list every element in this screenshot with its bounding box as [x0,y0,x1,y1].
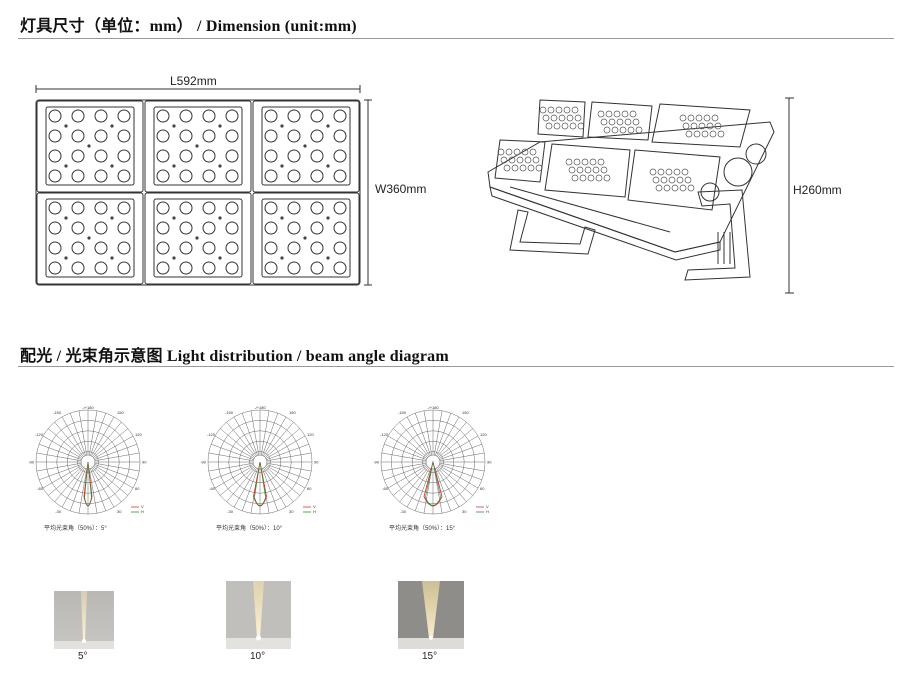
svg-text:-60: -60 [382,486,389,491]
dimension-title: 灯具尺寸（单位：mm） / Dimension (unit:mm) [20,18,357,35]
svg-text:-/+180: -/+180 [82,405,94,410]
svg-text:90: 90 [487,460,492,465]
svg-text:-150: -150 [225,410,234,415]
svg-text:-150: -150 [398,410,407,415]
svg-text:-150: -150 [53,410,62,415]
svg-text:90: 90 [142,460,147,465]
svg-text:120: 120 [307,432,314,437]
svg-text:60: 60 [480,486,485,491]
svg-text:-30: -30 [55,509,62,514]
beam-image-5 [54,591,114,649]
svg-text:30: 30 [462,509,467,514]
polar-diagram-15: -/+180 -150 150 -120 120 -90 90 -60 60 -30 30 VH [373,405,492,515]
svg-text:H: H [141,509,144,514]
svg-text:V: V [313,504,316,509]
svg-text:150: 150 [117,410,124,415]
height-dimension: H260mm [793,183,842,197]
beam-label-10: 10° [250,651,266,662]
beam-label-5: 5° [78,651,88,662]
polar-diagram-5: -/+180 -150 150 -120 120 -90 90 -60 60 -30 30 VH [28,405,147,515]
svg-text:-120: -120 [380,432,389,437]
light-divider [18,366,894,367]
svg-text:60: 60 [135,486,140,491]
svg-text:-30: -30 [400,509,407,514]
svg-text:-120: -120 [207,432,216,437]
svg-text:-90: -90 [200,460,207,465]
perspective-view-drawing [487,99,775,281]
svg-text:V: V [486,504,489,509]
svg-text:-60: -60 [209,486,216,491]
svg-text:-120: -120 [35,432,44,437]
svg-text:H: H [313,509,316,514]
front-view-drawing [35,85,372,286]
beam-caption-15: 平均光束角（50%）：15° [389,526,456,532]
svg-text:-90: -90 [373,460,380,465]
svg-text:-60: -60 [37,486,44,491]
polar-diagram-10: -/+180 -150 150 -120 120 -90 90 -60 60 -30 30 VH [200,405,319,515]
beam-image-15 [398,581,464,649]
svg-text:120: 120 [135,432,142,437]
svg-text:150: 150 [462,410,469,415]
length-dimension: L592mm [170,74,217,88]
svg-text:H: H [486,509,489,514]
height-dimension-line [785,97,794,294]
beam-caption-5: 平均光束角（50%）：5° [44,526,107,532]
svg-text:150: 150 [289,410,296,415]
beam-label-15: 15° [422,651,438,662]
dimension-divider [18,38,894,39]
svg-text:30: 30 [289,509,294,514]
svg-text:V: V [141,504,144,509]
svg-text:-30: -30 [227,509,234,514]
svg-text:-/+180: -/+180 [254,405,266,410]
svg-text:60: 60 [307,486,312,491]
width-dimension: W360mm [375,182,427,196]
beam-caption-10: 平均光束角（50%）：10° [216,526,283,532]
svg-text:120: 120 [480,432,487,437]
svg-text:-/+180: -/+180 [427,405,439,410]
light-distribution-title: 配光 / 光束角示意图 Light distribution / beam an… [20,348,449,365]
svg-text:30: 30 [117,509,122,514]
beam-image-10 [226,581,291,649]
svg-text:-90: -90 [28,460,35,465]
svg-text:90: 90 [314,460,319,465]
